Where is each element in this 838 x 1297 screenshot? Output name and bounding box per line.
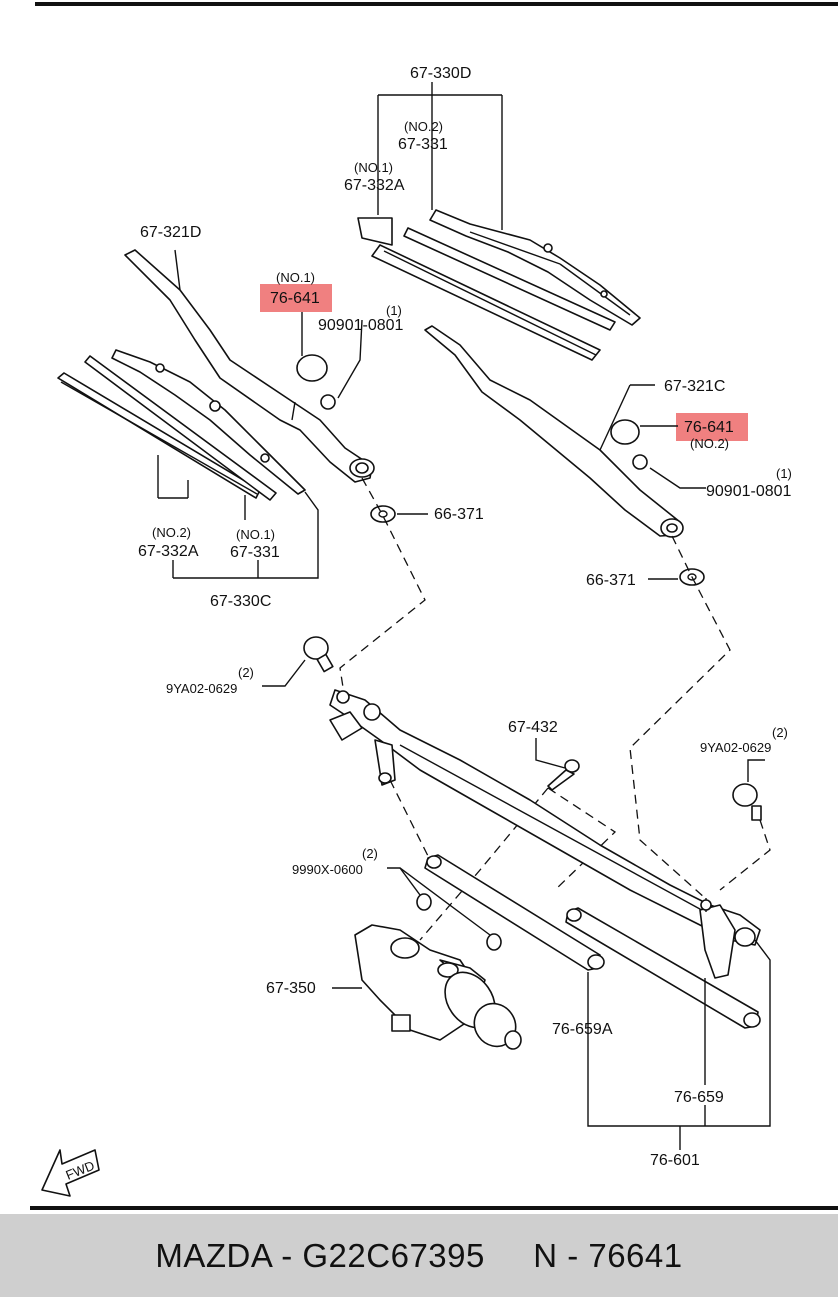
label-67-331: 67-331 (230, 544, 280, 561)
label-67-332A: 67-332A (344, 177, 405, 194)
label-67-332A: 67-332A (138, 543, 199, 560)
label-no1: (NO.1) (354, 160, 393, 175)
wiper-arm-left (124, 249, 375, 483)
label-76-641: 76-641 (270, 290, 320, 307)
highlight-76641-right (676, 413, 748, 441)
linkage-frame (329, 689, 761, 979)
blade-assembly-no2-top (357, 82, 641, 361)
label-66-371: 66-371 (586, 572, 636, 589)
blade-assembly-left (57, 349, 319, 579)
label-qty-1: (1) (776, 466, 792, 481)
label-90901-0801: 90901-0801 (318, 317, 404, 334)
link-rod-76659A (424, 854, 605, 971)
nut-a (416, 893, 432, 911)
label-76-601: 76-601 (650, 1152, 700, 1169)
label-76-641: 76-641 (684, 419, 734, 436)
label-no2: (NO.2) (690, 436, 729, 451)
label-9YA02-0629: 9YA02-0629 (166, 681, 237, 696)
highlight-76641-left (260, 284, 332, 312)
label-67-432: 67-432 (508, 719, 558, 736)
label-67-321C: 67-321C (664, 378, 725, 395)
label-76-659: 76-659 (674, 1089, 724, 1106)
label-9990X-0600: 9990X-0600 (292, 862, 363, 877)
label-no2: (NO.2) (152, 525, 191, 540)
washer-left (370, 505, 396, 523)
label-90901-0801: 90901-0801 (706, 483, 792, 500)
footer-bar: MAZDA - G22C67395 N - 76641 (0, 1214, 838, 1297)
label-qty-1: (1) (386, 303, 402, 318)
label-qty-2: (2) (362, 846, 378, 861)
label-qty-2: (2) (772, 725, 788, 740)
bolt-left (262, 636, 334, 687)
label-qty-2: (2) (238, 665, 254, 680)
label-76-659A: 76-659A (552, 1021, 613, 1038)
bolt-right (732, 759, 765, 821)
label-67-331: 67-331 (398, 136, 448, 153)
label-66-371: 66-371 (434, 506, 484, 523)
label-67-350: 67-350 (266, 980, 316, 997)
wiper-arm-right (424, 325, 706, 538)
label-67-330C: 67-330C (210, 593, 271, 610)
wiper-motor (332, 924, 522, 1050)
label-67-321D: 67-321D (140, 224, 201, 241)
screw (535, 738, 580, 791)
label-9YA02-0629: 9YA02-0629 (700, 740, 771, 755)
label-no2: (NO.2) (404, 119, 443, 134)
label-67-330D: 67-330D (410, 65, 471, 82)
nut-b (486, 933, 502, 951)
link-rod-76659 (565, 907, 761, 1029)
label-no1: (NO.1) (276, 270, 315, 285)
footer-caption: MAZDA - G22C67395 N - 76641 (155, 1236, 683, 1274)
label-no1: (NO.1) (236, 527, 275, 542)
fwd-arrow-icon: FWD (41, 1149, 100, 1197)
parts-diagram: FWD 67-330D (NO.2) 67-331 (NO.1) 67-332A… (30, 2, 838, 1210)
